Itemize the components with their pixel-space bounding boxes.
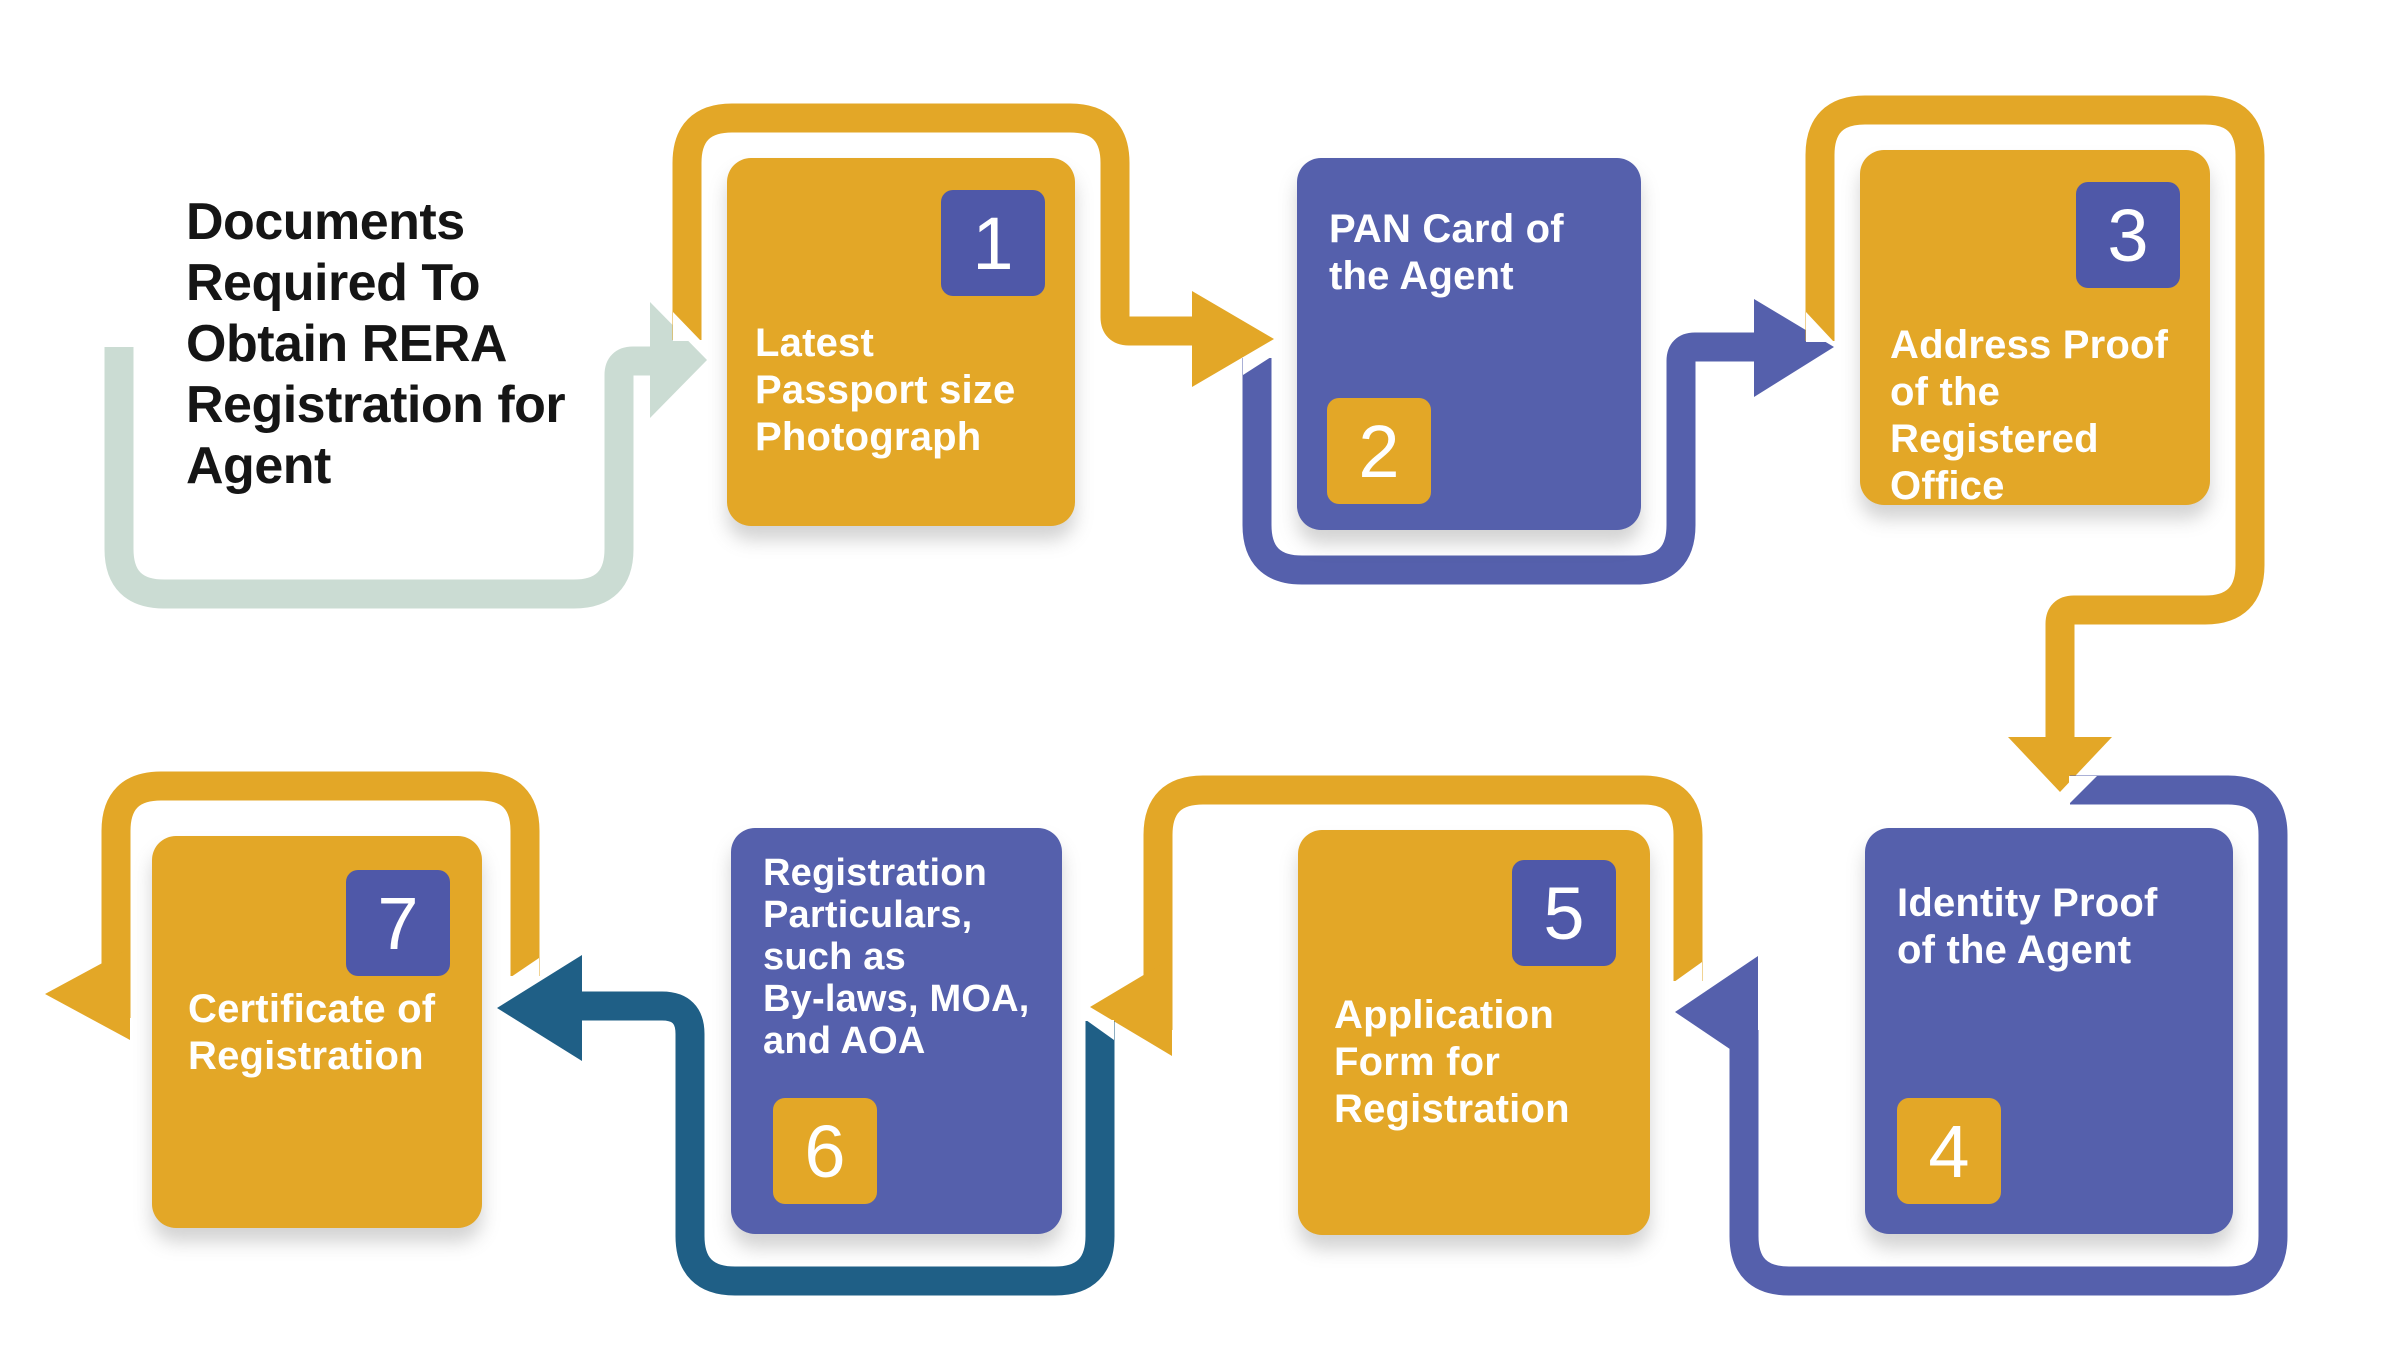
step2-to-step3-arrow-icon xyxy=(1754,299,1834,397)
page-title: Documents Required To Obtain RERA Regist… xyxy=(186,193,566,495)
loop-step-6 xyxy=(580,991,1115,1296)
loop-step-3 xyxy=(1805,95,2265,737)
step1-to-step2-arrow-icon xyxy=(1192,291,1274,387)
step-panel-2: 2 PAN Card of the Agent xyxy=(1297,158,1641,530)
step3-to-step4-arrow-icon xyxy=(2008,737,2112,792)
step-panel-7: 7 Certificate of Registration xyxy=(152,836,482,1228)
step4-to-step5-arrow-icon xyxy=(1675,956,1758,1068)
step-panel-1: 1 Latest Passport size Photograph xyxy=(727,158,1075,526)
step-panel-4: 4 Identity Proof of the Agent xyxy=(1865,828,2233,1234)
loop4-endcap-cut xyxy=(2069,776,2097,804)
loop7-endcap-cut xyxy=(511,958,539,977)
step-2-label: PAN Card of the Agent xyxy=(1329,207,1564,298)
loop5-endcap-cut xyxy=(1674,962,1702,982)
step-5-label: Application Form for Registration xyxy=(1334,993,1570,1131)
title-bracket xyxy=(104,346,650,609)
step-panel-3: 3 Address Proof of the Registered Office xyxy=(1860,150,2210,508)
loop2-endcap-cut xyxy=(1243,357,1271,375)
loop3-endcap-cut xyxy=(1806,312,1834,342)
loop1-endcap-cut xyxy=(673,312,701,341)
step-panel-6: 6 Registration Particulars, such as By-l… xyxy=(731,828,1062,1234)
step-2-number-badge: 2 xyxy=(1327,398,1431,504)
step-panel-5: 5 Application Form for Registration xyxy=(1298,830,1650,1235)
step6-to-step7-arrow-icon xyxy=(497,955,582,1061)
step5-to-step6-arrow-icon xyxy=(1090,958,1172,1056)
step-7-label: Certificate of Registration xyxy=(188,987,436,1078)
step-6-number-badge: 6 xyxy=(773,1098,877,1204)
step-5-number-badge: 5 xyxy=(1512,860,1616,966)
step-7-number-badge: 7 xyxy=(346,870,450,976)
step7-exit-arrow-icon xyxy=(45,948,130,1040)
step-6-label: Registration Particulars, such as By-law… xyxy=(763,852,1030,1062)
step-4-label: Identity Proof of the Agent xyxy=(1897,881,2158,972)
loop6-endcap-cut xyxy=(1086,1020,1114,1040)
loop-step-1 xyxy=(672,103,1192,346)
step-4-number-badge: 4 xyxy=(1897,1098,2001,1204)
loop-step-2 xyxy=(1242,332,1754,585)
step-3-number-badge: 3 xyxy=(2076,182,2180,288)
step-1-label: Latest Passport size Photograph xyxy=(755,321,1016,459)
step-1-number-badge: 1 xyxy=(941,190,1045,296)
loop-step-5 xyxy=(1143,775,1703,1030)
title-to-step1-arrow-icon xyxy=(650,302,707,418)
loop-step-4 xyxy=(1729,775,2288,1296)
step-3-label: Address Proof of the Registered Office xyxy=(1890,323,2169,508)
loop-step-7 xyxy=(101,771,540,1018)
